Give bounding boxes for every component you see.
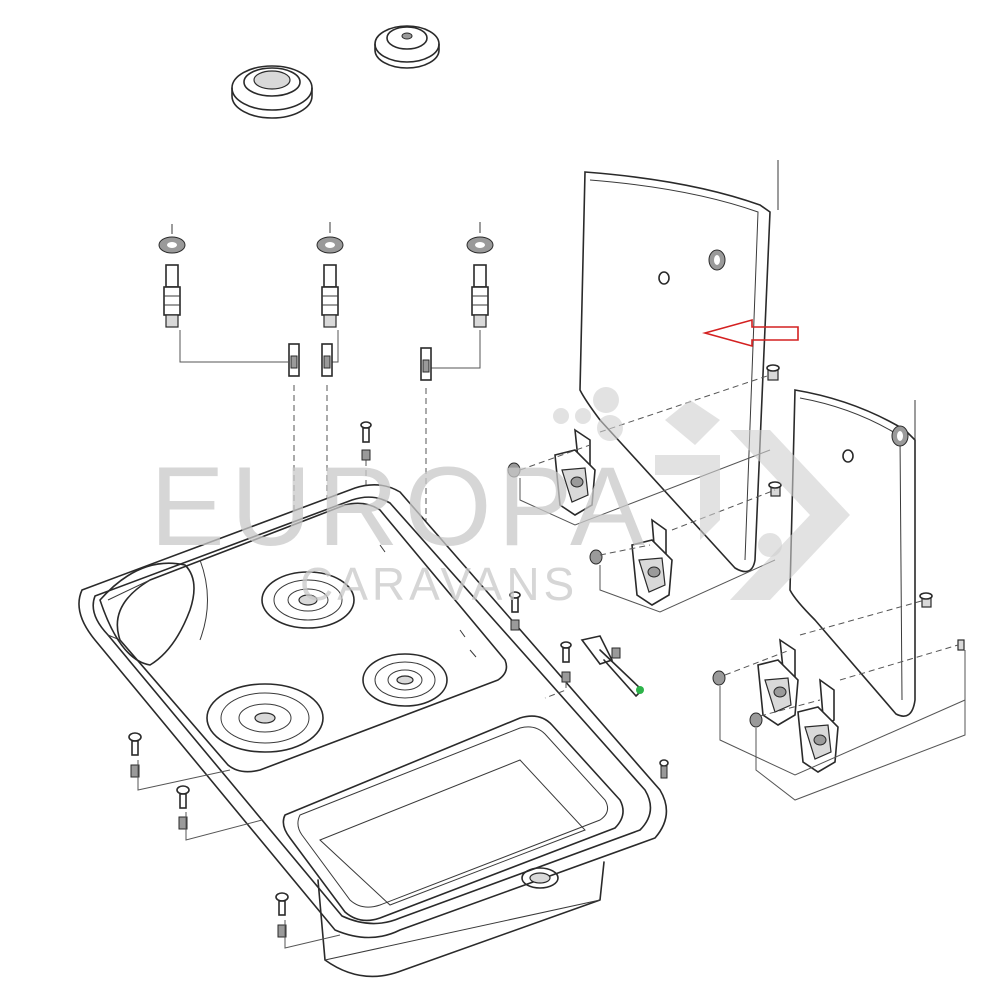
burner-cap-large — [231, 65, 313, 119]
hinge-front-right — [797, 678, 839, 773]
indicator-arrow — [701, 318, 799, 348]
electrode-assembly-right — [466, 222, 494, 328]
screw-left-b — [176, 785, 190, 830]
screw-right-b — [659, 759, 669, 779]
burner-front — [206, 683, 324, 753]
assembly-lines-lid — [519, 160, 966, 801]
burner-rear — [261, 571, 355, 629]
electrode-assembly-left — [158, 224, 186, 328]
screw-right-a — [560, 641, 572, 683]
screws — [128, 421, 669, 949]
hinge-rear-right — [631, 518, 673, 606]
glass-lid-rear — [579, 171, 771, 573]
screw-bottom — [275, 892, 289, 938]
screw-top — [360, 421, 372, 461]
watermark-brand: EUROPA — [150, 444, 651, 569]
screw-mid-right — [509, 591, 521, 631]
screw-left-a — [128, 732, 142, 778]
watermark-logo-icon — [553, 387, 850, 600]
watermark: EUROPA CARAVANS — [150, 387, 850, 610]
thermocouple-clips — [288, 343, 432, 381]
hob-sink-unit — [78, 484, 668, 978]
burner-right — [362, 653, 448, 707]
hinge-rear-left — [554, 428, 596, 516]
sink-bowl — [282, 715, 624, 978]
burner-cap-small — [374, 25, 440, 69]
electrode-assembly-middle — [316, 222, 344, 328]
glass-lid-front — [789, 389, 916, 717]
hinge-front-left — [757, 638, 799, 726]
watermark-tagline: CARAVANS — [300, 558, 578, 610]
mounting-clip — [580, 635, 644, 697]
lid-pins — [766, 364, 965, 651]
hinge-nuts — [507, 462, 763, 728]
